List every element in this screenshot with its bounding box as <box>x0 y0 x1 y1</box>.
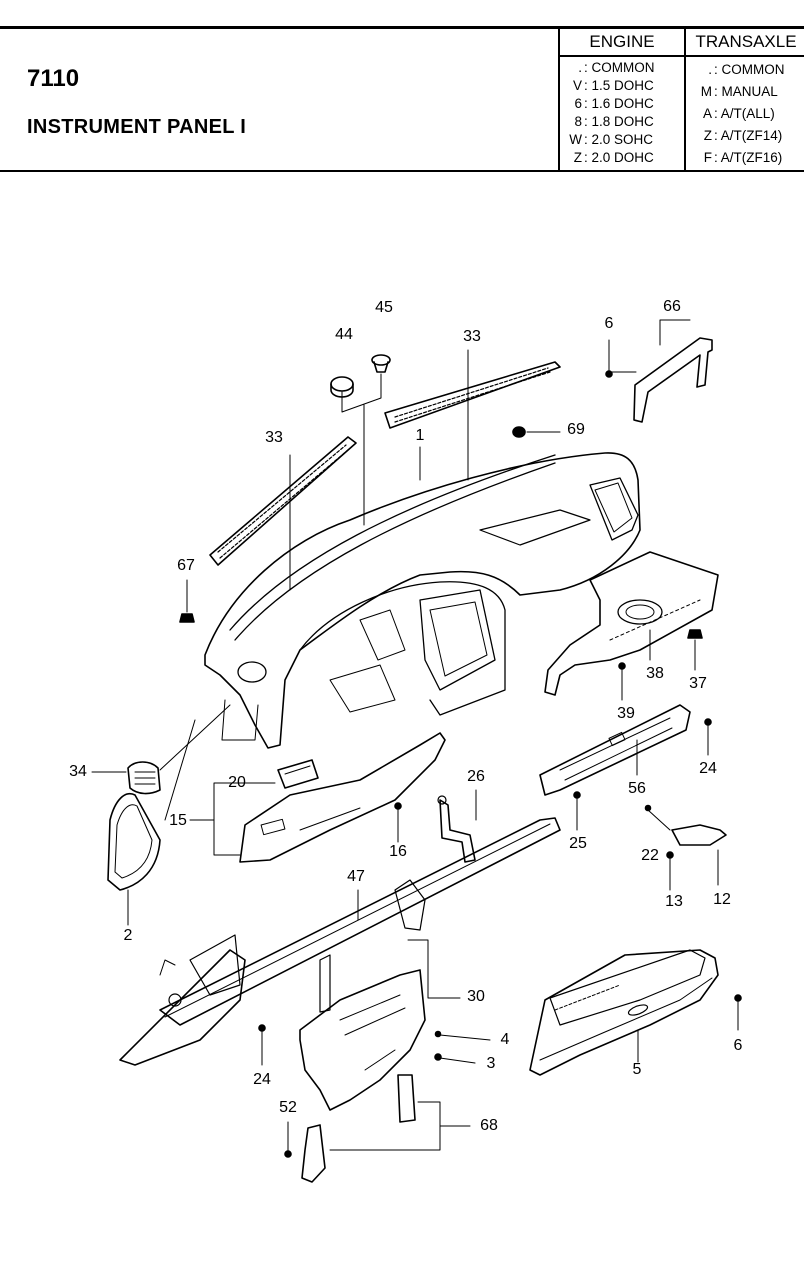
part-38-lower-panel <box>544 551 719 696</box>
transaxle-row: A: A/T(ALL) <box>702 106 775 121</box>
leader-3 <box>439 1057 476 1064</box>
part-47-cross-beam <box>119 817 561 1066</box>
part-69-grommet <box>512 426 526 438</box>
header-block: 7110 INSTRUMENT PANEL I ENGINE .: COMMON… <box>0 26 804 172</box>
callout-47: 47 <box>347 868 365 885</box>
part-15-lower-bezel <box>239 732 446 863</box>
screw-52 <box>284 1150 292 1158</box>
callout-24: 24 <box>699 760 717 777</box>
bracket-15-20 <box>189 782 256 856</box>
callout-1: 1 <box>415 427 425 444</box>
transaxle-column: TRANSAXLE .: COMMON M: MANUAL A: A/T(ALL… <box>686 29 804 170</box>
callout-67: 67 <box>177 557 195 574</box>
leader-4 <box>439 1034 491 1041</box>
screw-39 <box>618 662 626 670</box>
callout-24: 24 <box>253 1071 271 1088</box>
bracket-68 <box>329 1101 471 1151</box>
screw-3 <box>434 1053 442 1061</box>
part-66-bracket <box>633 319 713 423</box>
part-20-switch-panel <box>277 759 319 789</box>
transaxle-row: M: MANUAL <box>700 84 778 99</box>
callout-2: 2 <box>123 927 133 944</box>
callout-45: 45 <box>375 299 393 316</box>
callout-38: 38 <box>646 665 664 682</box>
callout-33: 33 <box>463 328 481 345</box>
callout-66: 66 <box>663 298 681 315</box>
callout-56: 56 <box>628 780 646 797</box>
callout-15: 15 <box>169 812 187 829</box>
screw-22 <box>644 804 652 812</box>
engine-row: 8: 1.8 DOHC <box>574 114 654 129</box>
callout-3: 3 <box>486 1055 496 1072</box>
callout-6: 6 <box>604 315 614 332</box>
section-title: INSTRUMENT PANEL I <box>27 116 247 138</box>
callout-5: 5 <box>632 1061 642 1078</box>
screw-4 <box>434 1030 442 1038</box>
part-33-left-strip <box>209 436 357 566</box>
part-12-bracket <box>671 824 727 846</box>
transaxle-row: F: A/T(ZF16) <box>703 150 783 165</box>
part-34-side-vent <box>127 761 161 795</box>
leader-6a <box>608 339 637 373</box>
section-code: 7110 <box>27 65 80 92</box>
callout-37: 37 <box>689 675 707 692</box>
callout-16: 16 <box>389 843 407 860</box>
exploded-parts-diagram: 45 44 33 6 66 33 1 69 67 38 37 39 24 56 … <box>0 180 804 1261</box>
callout-25: 25 <box>569 835 587 852</box>
engine-row: V: 1.5 DOHC <box>572 78 654 93</box>
callout-39: 39 <box>617 705 635 722</box>
callout-6: 6 <box>733 1037 743 1054</box>
engine-column: ENGINE .: COMMON V: 1.5 DOHC 6: 1.6 DOHC… <box>560 29 686 170</box>
callout-22: 22 <box>641 847 659 864</box>
part-33-right-strip <box>384 361 561 429</box>
engine-row: 6: 1.6 DOHC <box>574 96 654 111</box>
transaxle-heading: TRANSAXLE <box>686 29 804 57</box>
transaxle-row: .: COMMON <box>708 62 785 77</box>
screw-24a <box>704 718 712 726</box>
part-67-nut <box>179 613 195 623</box>
leader-2-panel <box>164 719 196 821</box>
callout-68: 68 <box>480 1117 498 1134</box>
legend-table: ENGINE .: COMMON V: 1.5 DOHC 6: 1.6 DOHC… <box>558 29 804 170</box>
engine-row: W: 2.0 SOHC <box>569 132 654 147</box>
callout-30: 30 <box>467 988 485 1005</box>
part-5-glove-box <box>529 949 719 1076</box>
leader-22 <box>647 809 671 831</box>
part-37-nut <box>687 629 703 639</box>
screw-6b <box>734 994 742 1002</box>
part-2-side-panel <box>107 793 161 891</box>
engine-row: .: COMMON <box>578 60 655 75</box>
callout-20: 20 <box>228 774 246 791</box>
callout-69: 69 <box>567 421 585 438</box>
engine-row: Z: 2.0 DOHC <box>573 150 654 165</box>
screw-25 <box>573 791 581 799</box>
part-45-clip <box>371 354 391 373</box>
callout-13: 13 <box>665 893 683 910</box>
screw-13 <box>666 851 674 859</box>
callout-33: 33 <box>265 429 283 446</box>
part-26-bracket <box>437 795 476 863</box>
part-30-steering-support <box>299 969 426 1111</box>
screw-6a <box>605 370 613 378</box>
parts-drawing <box>91 319 742 1183</box>
bracket-30 <box>407 939 461 999</box>
screw-24b <box>258 1024 266 1032</box>
callout-34: 34 <box>69 763 87 780</box>
screw-16 <box>394 802 402 810</box>
transaxle-row: Z: A/T(ZF14) <box>703 128 783 143</box>
callout-52: 52 <box>279 1099 297 1116</box>
callout-44: 44 <box>335 326 353 343</box>
part-68-brackets <box>301 1074 416 1183</box>
leader-34-panel <box>159 704 231 771</box>
part-1-instrument-panel <box>204 452 641 749</box>
callout-26: 26 <box>467 768 485 785</box>
leader-44-45 <box>341 373 382 526</box>
engine-heading: ENGINE <box>560 29 684 57</box>
part-56-bracket <box>539 704 691 796</box>
callout-4: 4 <box>500 1031 510 1048</box>
callout-12: 12 <box>713 891 731 908</box>
